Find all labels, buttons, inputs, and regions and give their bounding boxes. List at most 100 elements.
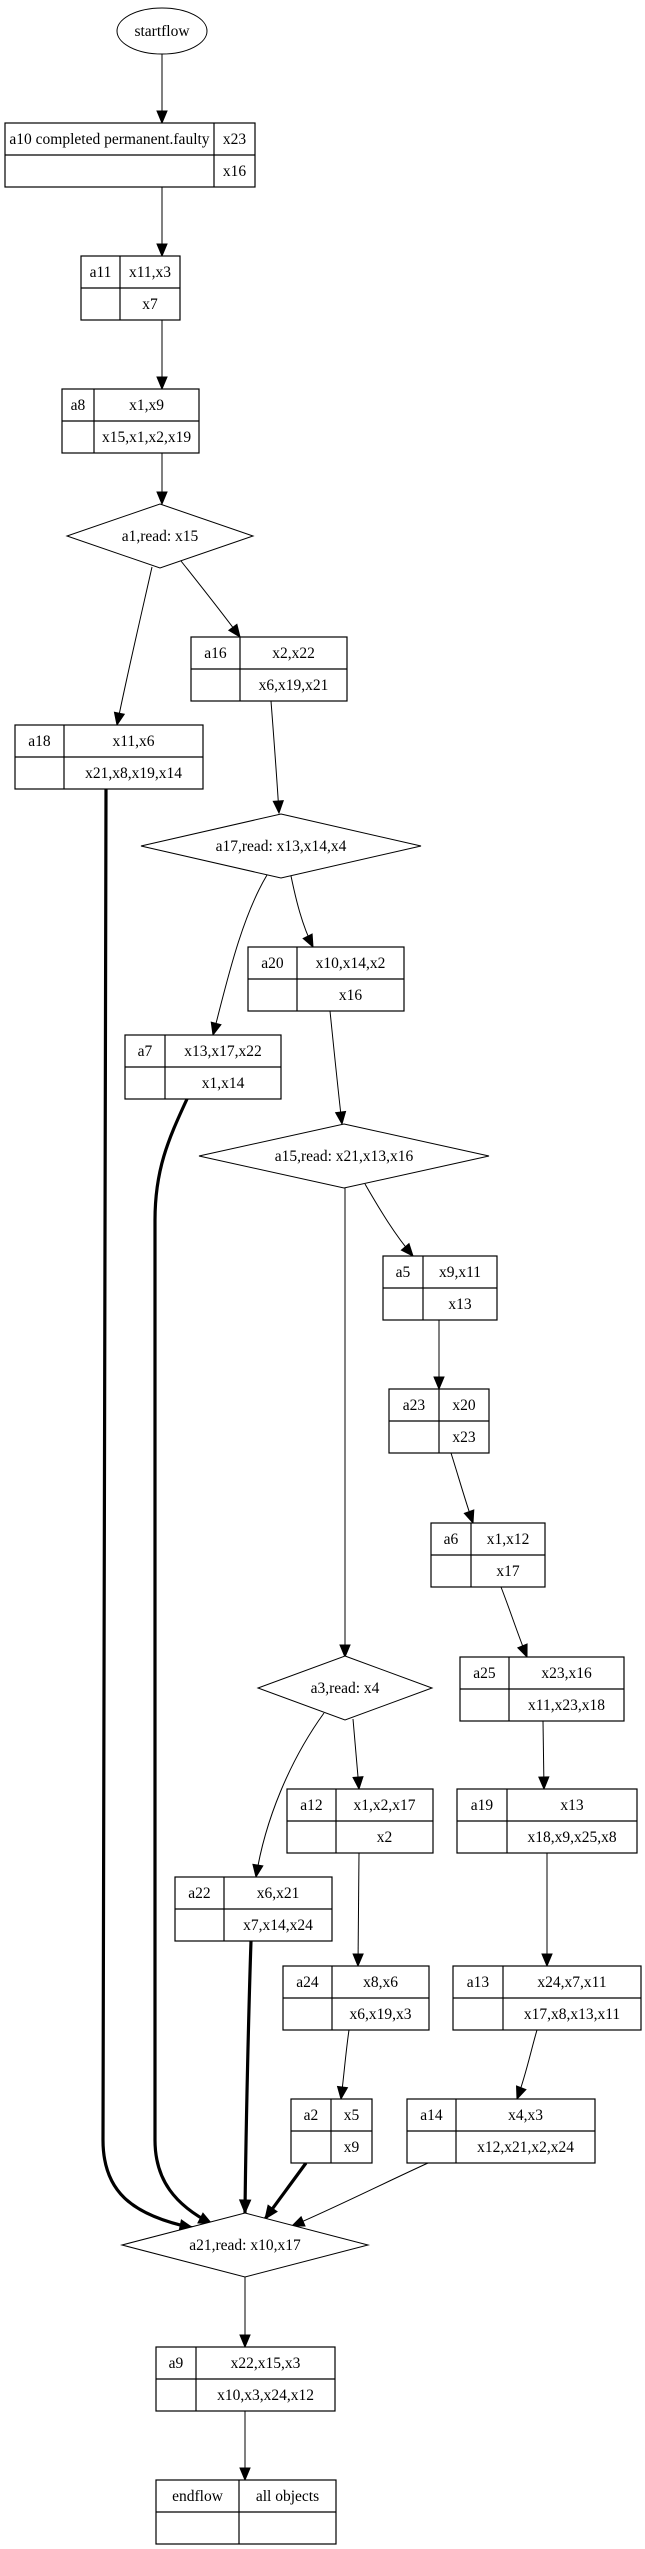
start-node[interactable]: startflow xyxy=(116,7,208,55)
arrowhead-icon xyxy=(302,933,314,949)
decision-label: a3,read: x4 xyxy=(311,1680,380,1697)
start-node-label: startflow xyxy=(134,23,190,40)
edge-a24-to-a2 xyxy=(336,2029,350,2101)
activity-reads: x12,x21,x2,x24 xyxy=(477,2139,574,2156)
activity-writes: x23 xyxy=(223,131,247,148)
arrowhead-icon xyxy=(210,1021,222,1037)
arrowhead-icon xyxy=(336,2085,349,2101)
activity-node-a10[interactable]: a10 completed permanent.faulty x23 x16 xyxy=(4,122,256,188)
activity-name: a7 xyxy=(138,1043,153,1060)
activity-reads: x11,x23,x18 xyxy=(528,1697,605,1714)
activity-name: a16 xyxy=(204,645,227,662)
edges-layer xyxy=(101,54,553,2482)
edge-line xyxy=(357,1852,360,1967)
edge-a1-to-a18 xyxy=(113,566,153,727)
activity-reads: x16 xyxy=(339,987,363,1004)
edge-a8-to-a1 xyxy=(156,453,168,506)
arrowhead-icon xyxy=(239,2334,251,2349)
edge-a13-to-a14 xyxy=(516,2029,538,2101)
activity-reads: x10,x3,x24,x12 xyxy=(217,2387,314,2404)
activity-reads: x7,x14,x24 xyxy=(243,1917,313,1934)
decision-diamond xyxy=(140,813,422,879)
arrowhead-icon xyxy=(400,1242,414,1257)
arrowhead-icon xyxy=(463,1509,475,1525)
edge-a15-to-a3 xyxy=(339,1188,351,1659)
decision-node-a3[interactable]: a3,read: x4 xyxy=(256,1655,434,1721)
activity-writes: x11,x3 xyxy=(129,264,171,281)
edge-line xyxy=(255,1712,325,1878)
edge-a19-to-a13 xyxy=(541,1853,553,1968)
edge-line xyxy=(329,1010,343,1125)
edge-a25-to-a19 xyxy=(538,1720,550,1791)
activity-writes: x13,x17,x22 xyxy=(184,1043,262,1060)
arrowhead-icon xyxy=(538,1776,550,1791)
activity-writes: x8,x6 xyxy=(363,1974,398,1991)
activity-writes: x1,x2,x17 xyxy=(354,1797,416,1814)
activity-name: a6 xyxy=(444,1531,459,1548)
edge-a17-to-a20 xyxy=(290,875,314,949)
arrowhead-icon xyxy=(264,2204,278,2221)
edge-a3-to-a12 xyxy=(352,1718,364,1791)
arrowhead-icon xyxy=(156,110,168,125)
activity-writes: x4,x3 xyxy=(508,2107,543,2124)
activity-name: a14 xyxy=(420,2107,443,2124)
activity-name: a9 xyxy=(169,2355,184,2372)
edge-a10-to-a11 xyxy=(156,187,168,258)
edge-a5-to-a23 xyxy=(433,1320,445,1391)
activity-reads: x16 xyxy=(223,163,247,180)
activity-reads: x6,x19,x3 xyxy=(350,2006,412,2023)
edge-line xyxy=(243,1940,253,2214)
edge-a17-to-a7 xyxy=(210,874,268,1037)
edge-line xyxy=(180,560,241,638)
activity-writes: x9,x11 xyxy=(439,1264,481,1281)
decision-node-a1[interactable]: a1,read: x15 xyxy=(65,503,255,569)
decision-label: a1,read: x15 xyxy=(122,528,199,545)
activity-node-a24[interactable]: a24 x8,x6 x6,x19,x3 xyxy=(282,1965,430,2031)
activity-writes: x24,x7,x11 xyxy=(537,1974,606,1991)
arrowhead-icon xyxy=(290,2215,306,2227)
decision-node-a15[interactable]: a15,read: x21,x13,x16 xyxy=(198,1123,490,1189)
edge-line xyxy=(212,874,268,1036)
decision-node-a17[interactable]: a17,read: x13,x14,x4 xyxy=(140,813,422,879)
activity-name: a18 xyxy=(28,733,51,750)
edge-a22-to-a21 xyxy=(238,1940,253,2215)
activity-name: a19 xyxy=(471,1797,494,1814)
arrowhead-icon xyxy=(352,1953,364,1968)
decision-label: a21,read: x10,x17 xyxy=(189,2237,301,2254)
activity-reads: x17 xyxy=(496,1563,520,1580)
activity-reads: x21,x8,x19,x14 xyxy=(85,765,182,782)
activity-name: a24 xyxy=(296,1974,319,1991)
activity-writes: x6,x21 xyxy=(257,1885,300,1902)
decision-label: a17,read: x13,x14,x4 xyxy=(216,838,347,855)
activity-node-a14[interactable]: a14 x4,x3 x12,x21,x2,x24 xyxy=(406,2098,596,2164)
activity-writes: x5 xyxy=(344,2107,360,2124)
decision-diamond xyxy=(256,1655,434,1721)
edge-a23-to-a6 xyxy=(450,1452,475,1525)
activity-name: a10 completed permanent.faulty xyxy=(9,131,209,148)
activity-writes: x20 xyxy=(452,1397,476,1414)
activity-reads: x2 xyxy=(377,1829,393,1846)
decision-node-a21[interactable]: a21,read: x10,x17 xyxy=(120,2212,370,2278)
edge-a2-to-a21 xyxy=(263,2162,308,2221)
edge-a12-to-a24 xyxy=(352,1852,364,1968)
activity-name: a13 xyxy=(467,1974,490,1991)
